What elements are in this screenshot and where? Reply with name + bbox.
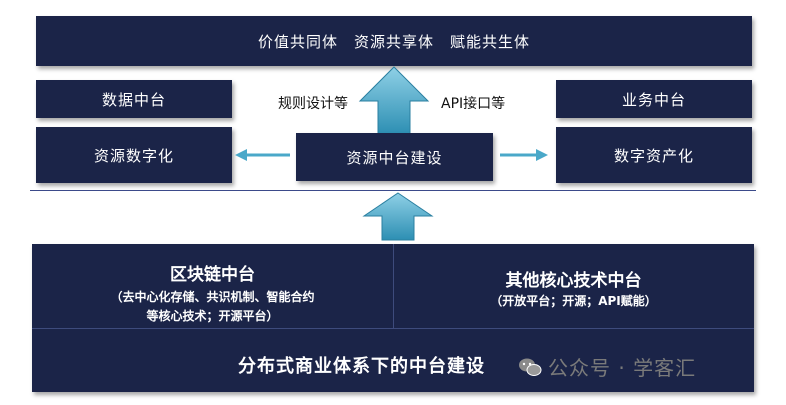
distributed-business-title: 分布式商业体系下的中台建设 (238, 356, 485, 377)
other-core-tech-sub: （开放平台；开源；API赋能） (490, 294, 657, 308)
panel-divider-horizontal (32, 328, 754, 329)
api-interface-label: API接口等 (441, 96, 506, 112)
resource-middle-platform-label: 资源中台建设 (346, 148, 443, 167)
data-middle-platform-box: 数据中台 (36, 80, 232, 118)
blockchain-platform-sub-2: 等核心技术；开源平台） (146, 309, 279, 323)
wechat-icon (519, 358, 542, 376)
blockchain-platform-title: 区块链中台 (170, 265, 255, 285)
blockchain-platform-sub-1: （去中心化存储、共识机制、智能合约 (110, 290, 315, 304)
watermark-text: 公众号 · 学客汇 (548, 356, 697, 380)
separator-line (30, 190, 756, 191)
foundation-panel: 区块链中台 （去中心化存储、共识机制、智能合约 等核心技术；开源平台） 其他核心… (32, 244, 754, 392)
top-bar-label: 价值共同体 资源共享体 赋能共生体 (257, 32, 530, 51)
resource-digitization-label: 资源数字化 (93, 146, 174, 165)
digital-assetization-label: 数字资产化 (613, 146, 694, 165)
panel-divider-vertical (393, 244, 394, 328)
digital-assetization-box: 数字资产化 (556, 127, 752, 183)
watermark: 公众号 · 学客汇 (518, 352, 696, 381)
other-core-tech-title: 其他核心技术中台 (505, 271, 642, 291)
resource-digitization-box: 资源数字化 (36, 127, 232, 183)
business-middle-platform-label: 业务中台 (621, 90, 686, 109)
business-middle-platform-box: 业务中台 (556, 80, 752, 118)
resource-middle-platform-box: 资源中台建设 (296, 133, 493, 181)
rule-design-label: 规则设计等 (278, 96, 348, 112)
top-bar: 价值共同体 资源共享体 赋能共生体 (36, 16, 752, 66)
data-middle-platform-label: 数据中台 (101, 90, 166, 109)
